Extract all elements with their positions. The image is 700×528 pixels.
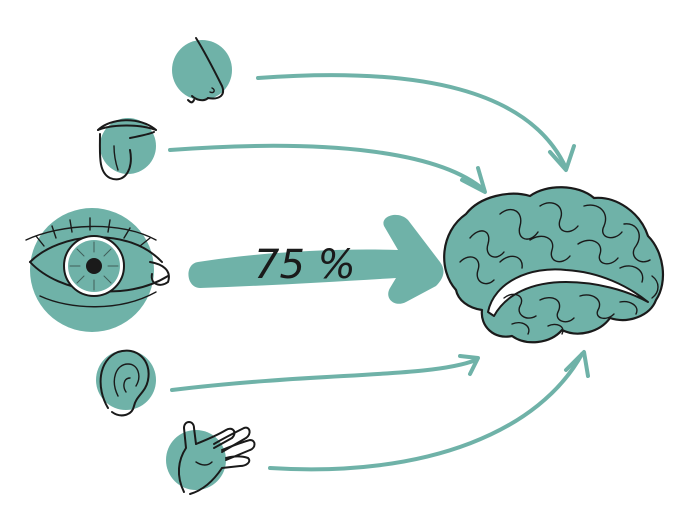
hand-icon [166,421,256,495]
nose-icon [172,37,232,104]
arrow-ear-to-brain [170,354,480,392]
eye-icon [25,208,170,332]
arrows [168,73,590,472]
percentage-label: 75 % [254,242,356,288]
arrow-hand-to-brain [268,350,590,472]
arrow-eye-to-brain-large [188,214,444,304]
tongue-icon [97,118,157,181]
arrow-nose-to-brain [256,73,576,172]
brain-icon [443,186,664,344]
arrow-tongue-to-brain [168,143,487,194]
ear-icon [96,349,156,417]
